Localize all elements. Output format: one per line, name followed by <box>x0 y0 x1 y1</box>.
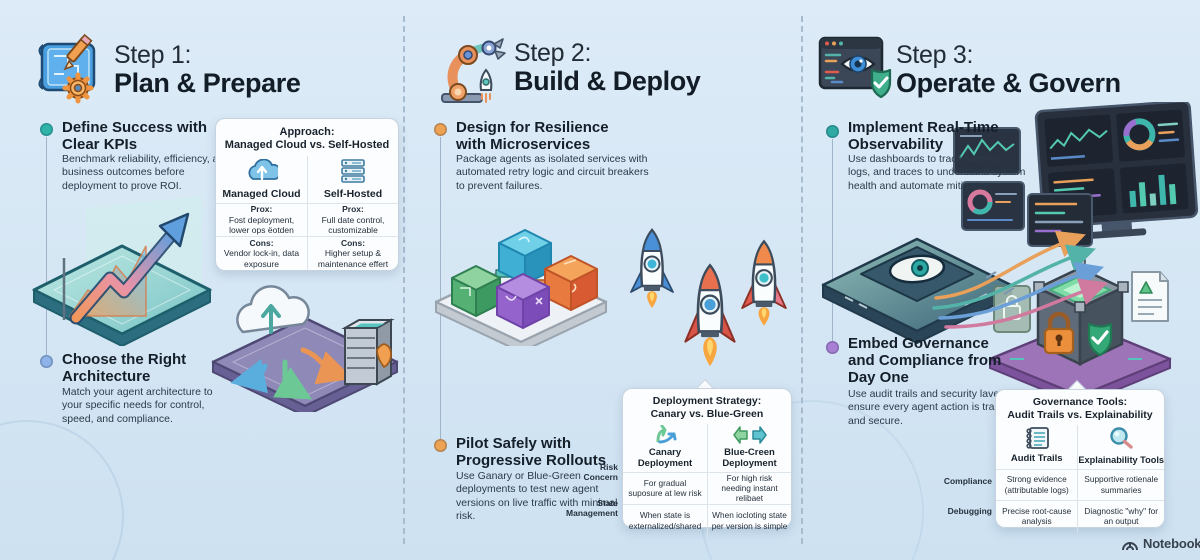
bullet-title: Embed Governance and Compliance from Day… <box>848 335 1002 386</box>
step1-connector-line <box>46 137 47 359</box>
microservices-cubes-illustration <box>428 192 614 354</box>
deployment-strategy-card: Deployment Strategy: Canary vs. Blue-Gre… <box>622 388 792 537</box>
brand-name: NotebookLM <box>1143 536 1200 551</box>
cell-text: For high risk needing instant relibaet <box>721 472 778 504</box>
robot-arm-rocket-icon <box>426 26 508 111</box>
bullet-title: Implement Real-Time Observability <box>848 119 999 153</box>
gear-icon <box>62 72 94 104</box>
cell-text: Diagnostic "why" for an output <box>1084 505 1159 527</box>
card-title-line1: Deployment Strategy: <box>652 395 762 407</box>
column-divider-2 <box>801 16 803 544</box>
shield-check-icon <box>870 68 892 99</box>
eye-icon <box>840 55 876 73</box>
option-name: Self-Hosted <box>307 185 398 203</box>
cons-label: Cons: <box>340 237 366 248</box>
pros-text: Full date control, customizable <box>321 214 385 235</box>
cloud-upload-icon <box>216 156 307 186</box>
padlock-icon <box>1043 311 1075 355</box>
step2-label: Step 2: <box>514 39 592 67</box>
shield-check-icon <box>1087 322 1113 357</box>
card-title-line1: Approach: <box>279 126 335 138</box>
step2-bullet2-dot <box>434 439 447 452</box>
cloud-server-illustration <box>205 270 405 418</box>
option-name: Blue-Creen Deployment <box>707 445 791 472</box>
brand-badge: NotebookLM <box>1122 536 1200 551</box>
step3-connector-line <box>832 139 833 343</box>
bullet-body: Match your agent architecture to your sp… <box>62 386 213 425</box>
step3-bullet1-dot <box>826 125 839 138</box>
cell-text: When state is externalized/shared <box>628 510 702 531</box>
blueprint-pencil-gear-icon <box>36 33 106 109</box>
cons-text: Vendor lock-in, data exposure <box>223 248 300 269</box>
bullet-title: Design for Resilience with Microservices <box>456 119 609 153</box>
step1-label: Step 1: <box>114 41 192 69</box>
bullet-title: Choose the Right Architecture <box>62 351 187 385</box>
option-name: Explainability Tools <box>1077 450 1164 469</box>
cell-text: Strong evidence (attributable logs) <box>1004 474 1069 495</box>
option-name: Canary Deployment <box>637 447 693 469</box>
step2-title: Build & Deploy <box>514 66 701 96</box>
row-label-compliance: Compliance <box>943 476 992 486</box>
card-title-line2: Managed Cloud vs. Self-Hosted <box>224 139 390 152</box>
option-name: Audit Trails <box>1010 453 1063 465</box>
governance-tools-card: Governance Tools: Audit Trails vs. Expla… <box>995 389 1165 532</box>
dashboard-eye-shield-icon <box>818 34 892 107</box>
bullet-body: Use audit trails and security lavers to … <box>848 388 1026 427</box>
telemetry-arrows-illustration <box>928 186 1110 341</box>
pros-label: Prox: <box>342 204 364 215</box>
cell-text: Precise root-cause analysis <box>1002 505 1072 527</box>
server-stack-icon <box>307 155 398 186</box>
cell-text: Supportive rotienale summaries <box>1084 474 1159 495</box>
kpi-growth-chart-illustration <box>24 190 220 351</box>
approach-comparison-card: Approach: Managed Cloud vs. Self-Hosted <box>215 118 399 271</box>
bullet-body: Benchmark reliability, efficiency, and b… <box>62 153 231 192</box>
step2-bullet1-dot <box>434 123 447 136</box>
step2-connector-line <box>440 137 441 442</box>
pros-text: Fost deployment, lower ops ëotden <box>228 214 295 235</box>
bullet-title: Pilot Safely with Progressive Rollouts <box>456 435 607 469</box>
cloud-icon <box>236 285 310 334</box>
notebooklm-logo-icon <box>1122 541 1138 550</box>
card-title-line1: Governance Tools: <box>1032 396 1128 408</box>
bullet-body: Package agents as isolated services with… <box>456 153 649 192</box>
row-label-debugging: Debugging <box>947 506 992 516</box>
pros-label: Prox: <box>250 204 273 215</box>
step1-bullet1-dot <box>40 123 53 136</box>
magnifier-icon <box>1077 424 1164 451</box>
step1-title: Plan & Prepare <box>114 68 301 98</box>
branch-arrows-icon <box>623 424 707 446</box>
alert-document-icon <box>1131 271 1169 322</box>
cell-text: For gradual suposure at lew risk <box>628 477 702 499</box>
row-label-risk-concern: Risk Concern <box>583 462 618 483</box>
swap-arrows-icon <box>707 423 791 446</box>
card-title-line2: Audit Trails vs. Explainability <box>1007 408 1153 421</box>
notebook-icon <box>996 425 1077 451</box>
cell-text: When iocloting state per version is simp… <box>711 510 788 531</box>
option-name: Managed Cloud <box>222 187 301 200</box>
rockets-illustration <box>602 210 798 393</box>
step3-title: Operate & Govern <box>896 68 1121 98</box>
bullet-body: Use dashboards to track metrics, logs, a… <box>848 153 1026 192</box>
step1-bullet2-dot <box>40 355 53 368</box>
cons-text: Higher setup & maintenance effert <box>317 248 389 269</box>
column-divider-1 <box>403 16 405 544</box>
cons-label: Cons: <box>249 237 274 248</box>
step3-label: Step 3: <box>896 41 974 69</box>
step3-bullet2-dot <box>826 341 839 354</box>
decor-arc <box>0 420 124 560</box>
bullet-body: Use Ganary or Blue-Green deployments to … <box>456 470 618 523</box>
shield-icon <box>376 343 392 369</box>
bullet-title: Define Success with Clear KPIs <box>62 119 208 153</box>
server-tower <box>341 318 395 386</box>
card-title-line2: Canary vs. Blue-Green <box>650 407 764 420</box>
mini-rocket-icon <box>479 68 493 103</box>
pencil-icon <box>63 33 93 71</box>
row-label-state-management: State Management <box>566 498 618 519</box>
